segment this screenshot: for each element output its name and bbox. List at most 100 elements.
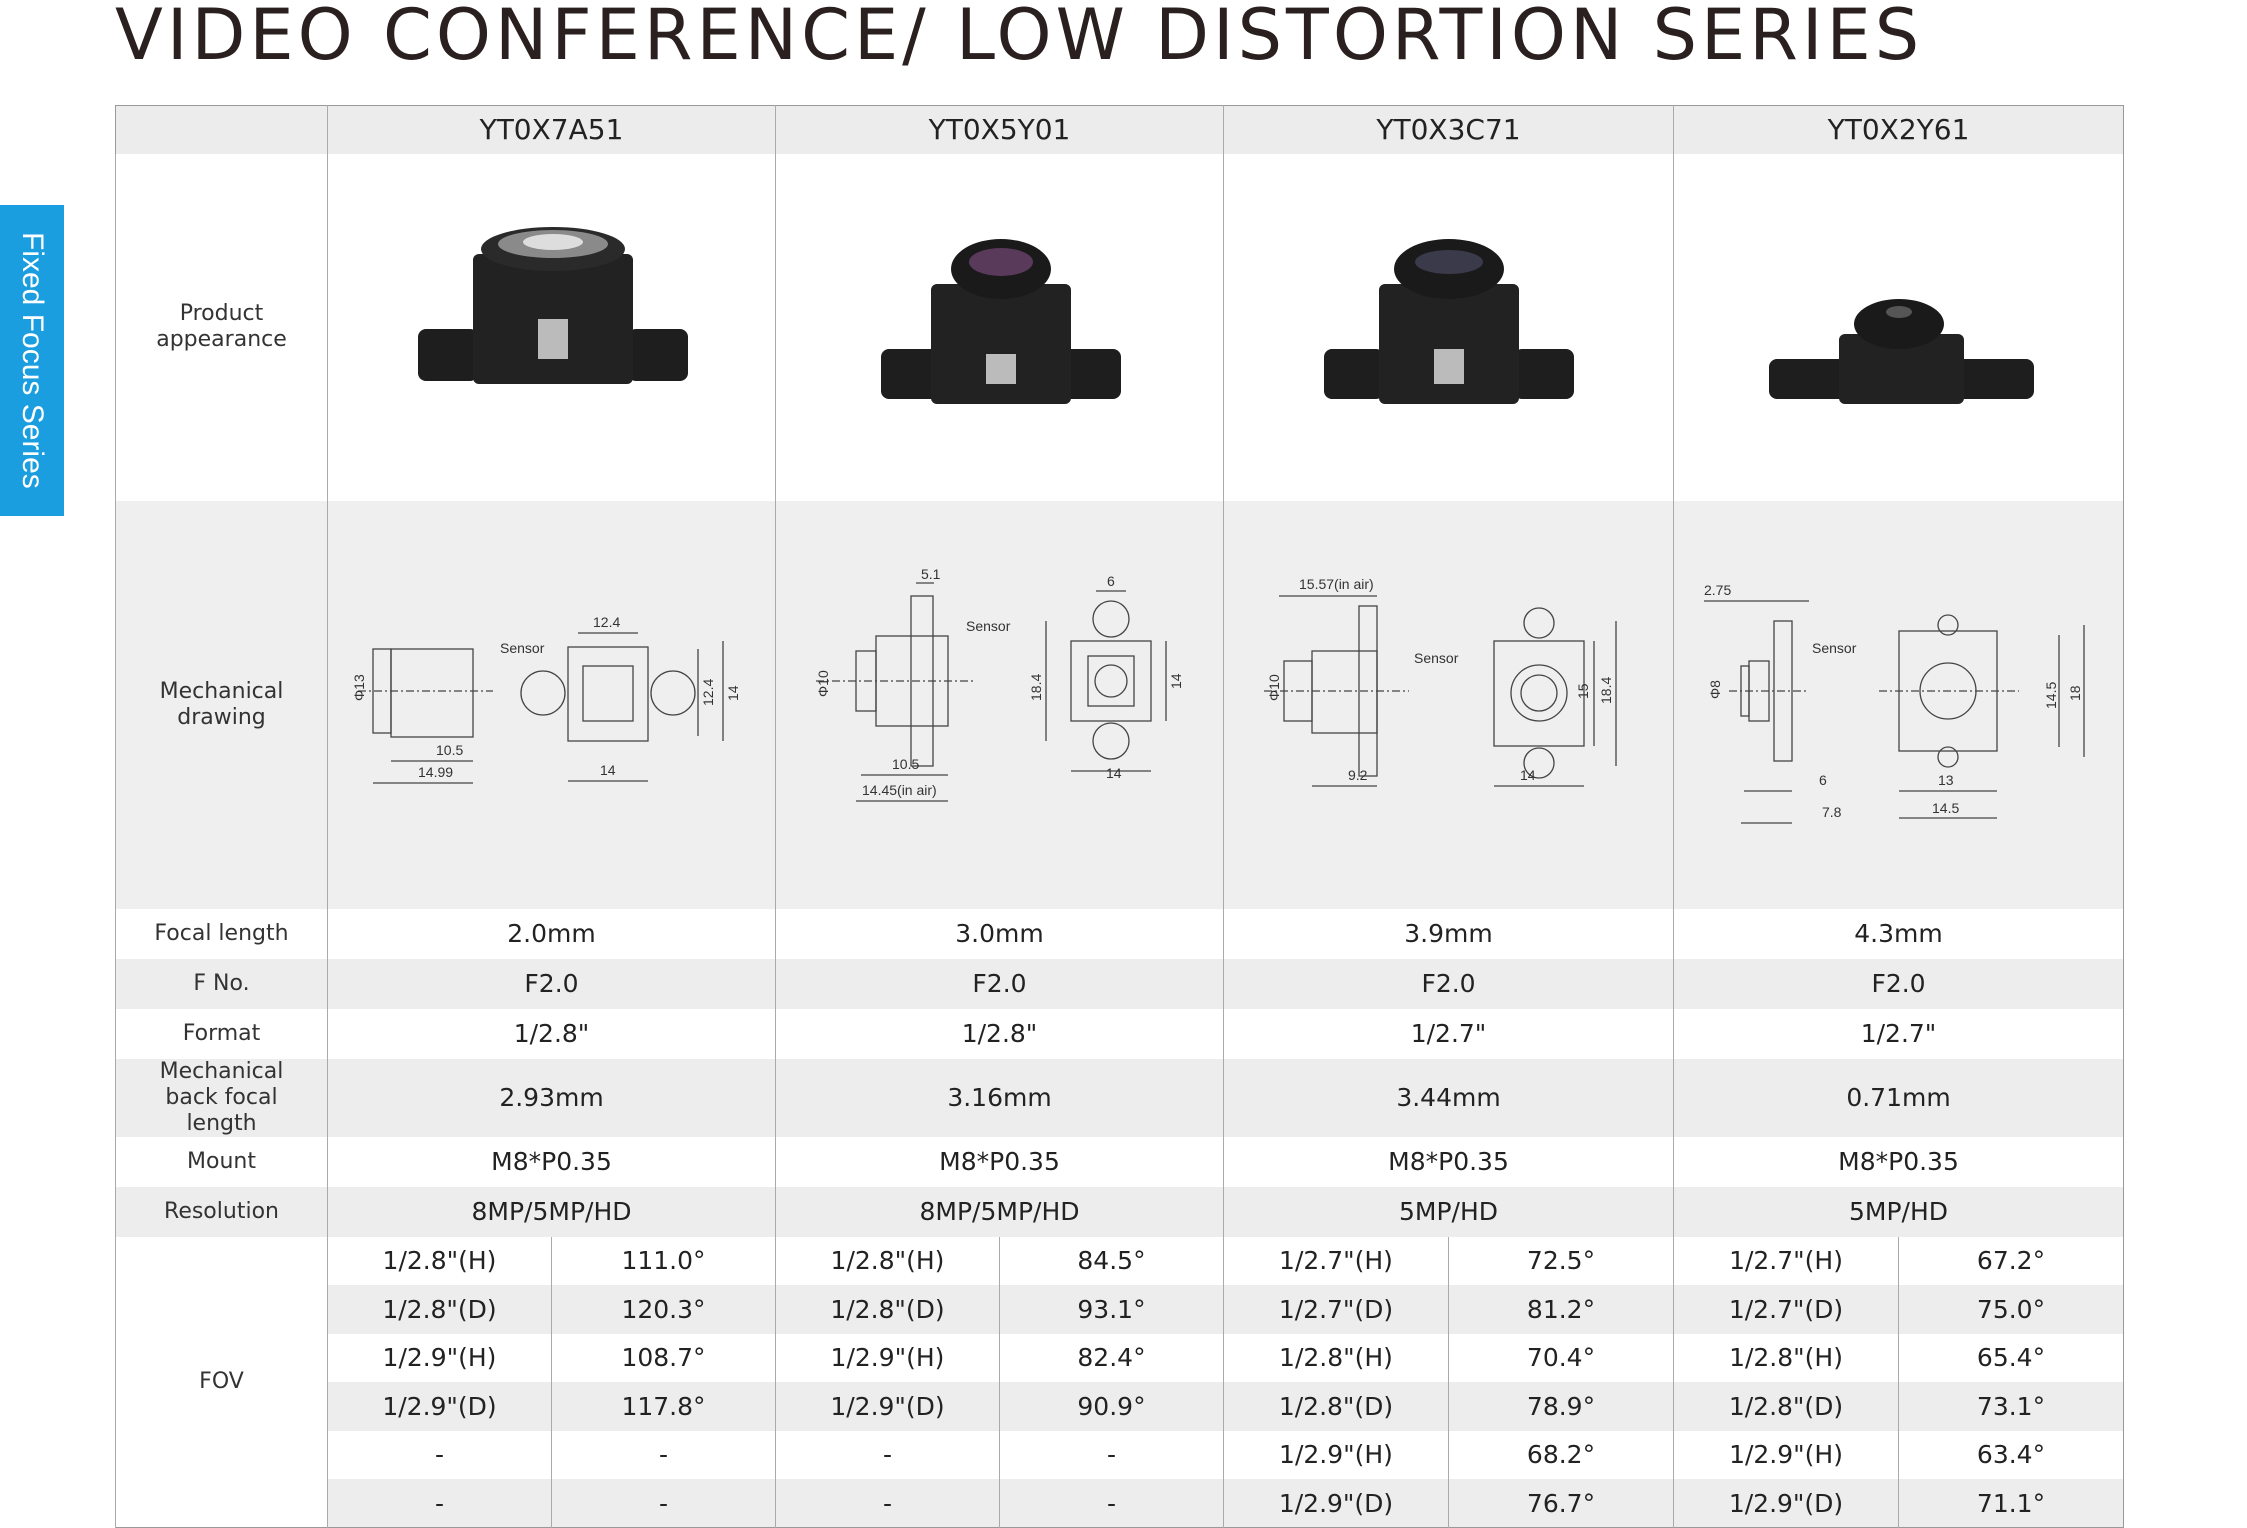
cell: 8MP/5MP/HD [327,1186,776,1237]
cell: 4.3mm [1673,908,2124,959]
sensor-label: Sensor [1812,640,1857,656]
cell: F2.0 [775,958,1224,1009]
dim-label: 18 [2067,685,2083,701]
fov-angle: 111.0° [551,1236,776,1285]
fov-sensor-size: 1/2.8"(H) [1223,1333,1449,1382]
fov-sensor-size: 1/2.7"(D) [1223,1285,1449,1334]
model-name: YT0X3C71 [1222,105,1674,154]
fov-angle: - [999,1430,1224,1479]
cell: 2.93mm [327,1058,776,1137]
cell: 1/2.7" [1222,1008,1674,1059]
dim-label: 14 [725,685,741,701]
model-name: YT0X2Y61 [1673,105,2124,154]
model-name: YT0X7A51 [327,105,776,154]
fov-sensor-size: - [775,1430,1000,1479]
mechanical-drawing: Φ10 Sensor 5.1 18.4 14 6 10.5 14.45(in a… [775,500,1224,909]
dim-label: 14.5 [1932,800,1959,816]
dim-label: 18.4 [1028,673,1044,700]
cell: M8*P0.35 [1673,1136,2124,1187]
fov-sensor-size: 1/2.8"(D) [327,1285,552,1334]
page-title: VIDEO CONFERENCE/ LOW DISTORTION SERIES [115,0,1924,76]
cell: M8*P0.35 [327,1136,776,1187]
row-label: Mount [115,1136,328,1187]
dim-label: 12.4 [700,678,716,705]
dim-label: 14.99 [418,764,453,780]
fov-angle: - [999,1479,1224,1528]
fov-sensor-size: 1/2.7"(H) [1673,1236,1899,1285]
cell: 3.0mm [775,908,1224,959]
fov-angle: 71.1° [1898,1479,2124,1528]
fov-sensor-size: 1/2.8"(D) [1223,1382,1449,1431]
row-label: Product appearance [115,153,328,501]
dim-label: 7.8 [1822,804,1842,820]
fov-angle: 82.4° [999,1333,1224,1382]
dim-label: 2.75 [1704,582,1731,598]
fov-sensor-size: 1/2.9"(D) [1673,1479,1899,1528]
cell: 3.44mm [1222,1058,1674,1137]
dim-label: 13 [1938,772,1954,788]
row-label: FOV [115,1236,328,1528]
drawing-row: Mechanical drawing Φ13 Sensor 12.4 12.4 … [115,500,2124,909]
fov-angle: 78.9° [1447,1382,1674,1431]
dim-label: 14 [600,762,616,778]
row-label: Mechanical back focal length [115,1058,328,1137]
cell: 1/2.8" [775,1008,1224,1059]
fov-sensor-size: 1/2.9"(D) [775,1382,1000,1431]
model-name: YT0X5Y01 [775,105,1224,154]
fov-sensor-size: 1/2.9"(D) [327,1382,552,1431]
fov-sensor-size: 1/2.9"(H) [1223,1430,1449,1479]
lens-module-photo [418,226,688,384]
cell: 0.71mm [1673,1058,2124,1137]
cell: 5MP/HD [1673,1186,2124,1237]
lens-module-photo [1324,238,1574,404]
row-label: Resolution [115,1186,328,1237]
cell: 8MP/5MP/HD [775,1186,1224,1237]
fov-angle: 70.4° [1447,1333,1674,1382]
cell: 1/2.7" [1673,1008,2124,1059]
fov-sensor-size: 1/2.8"(D) [1673,1382,1899,1431]
mechanical-drawing: Φ13 Sensor 12.4 12.4 14 10.5 14.99 14 [327,500,776,909]
fov-row: 1/2.9"(H)108.7°1/2.9"(H)82.4°1/2.8"(H)70… [116,1333,2124,1382]
product-image [1673,153,2124,501]
fov-row: ----1/2.9"(H)68.2°1/2.9"(H)63.4° [116,1430,2124,1479]
fov-angle: - [551,1479,776,1528]
cell: 2.0mm [327,908,776,959]
dim-label: 14 [1168,673,1184,689]
dim-label: 14.45(in air) [862,782,937,798]
dim-label: 15 [1575,683,1591,699]
dim-label: 14 [1520,767,1536,783]
fov-angle: 117.8° [551,1382,776,1431]
fov-angle: 90.9° [999,1382,1224,1431]
appearance-row: Product appearance [115,153,2124,501]
row-label: F No. [115,958,328,1009]
fov-angle: 75.0° [1898,1285,2124,1334]
dim-diameter: Φ10 [815,670,831,697]
row-label: Format [115,1008,328,1059]
product-image [775,153,1224,501]
fov-sensor-size: - [775,1479,1000,1528]
cell: F2.0 [327,958,776,1009]
product-image [327,153,776,501]
fov-sensor-size: 1/2.8"(H) [1673,1333,1899,1382]
side-tab-fixed-focus[interactable]: Fixed Focus Series [0,205,64,516]
lens-module-photo [1769,298,2035,404]
fov-row: ----1/2.9"(D)76.7°1/2.9"(D)71.1° [116,1479,2124,1528]
fov-angle: 73.1° [1898,1382,2124,1431]
dim-label: 14.5 [2043,681,2059,708]
fov-sensor-size: 1/2.8"(H) [327,1236,552,1285]
fov-angle: 81.2° [1447,1285,1674,1334]
fov-row: 1/2.9"(D)117.8°1/2.9"(D)90.9°1/2.8"(D)78… [116,1382,2124,1431]
dim-diameter: Φ13 [351,674,367,701]
fov-angle: 67.2° [1898,1236,2124,1285]
cell: 1/2.8" [327,1008,776,1059]
row-label: Focal length [115,908,328,959]
dim-label: 9.2 [1348,767,1368,783]
dim-label: 6 [1819,772,1827,788]
dim-label: 10.5 [892,756,919,772]
fov-sensor-size: - [327,1479,552,1528]
dim-diameter: Φ8 [1707,679,1723,698]
cell: 3.16mm [775,1058,1224,1137]
spec-table: YT0X7A51 YT0X5Y01 YT0X3C71 YT0X2Y61 Prod… [115,105,2125,1528]
